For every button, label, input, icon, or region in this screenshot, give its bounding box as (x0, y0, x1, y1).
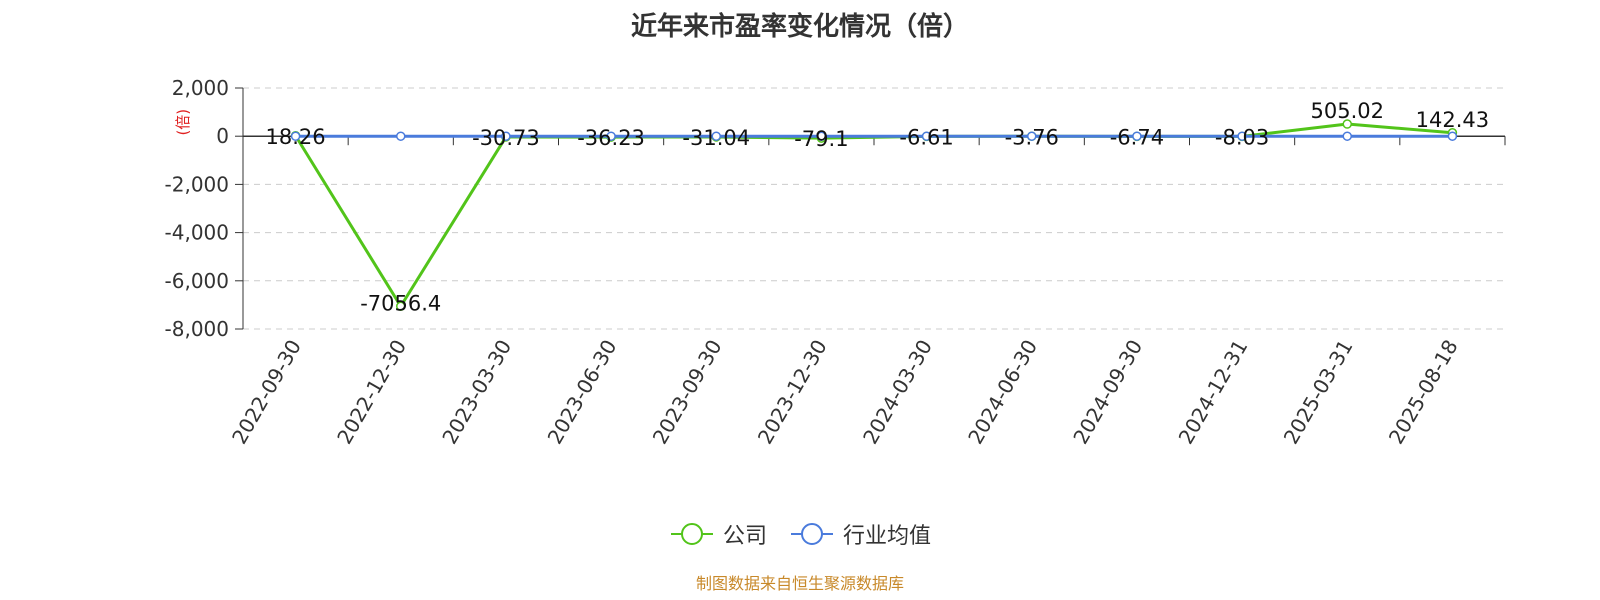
data-point (816, 131, 827, 141)
data-label: 505.02 (1311, 99, 1384, 123)
x-tick-label: 2024-03-30 (858, 336, 937, 449)
x-tick-label: 2023-06-30 (543, 336, 622, 449)
data-point (396, 301, 406, 312)
data-label: -8.03 (1215, 125, 1269, 149)
x-tick-label: 2024-12-31 (1174, 336, 1253, 449)
x-tick-label: 2025-08-18 (1384, 336, 1463, 449)
data-label: -36.23 (577, 126, 645, 150)
data-point (290, 131, 301, 141)
x-tick-label: 2023-12-30 (753, 336, 832, 449)
data-point (711, 131, 721, 141)
x-tick-label: 2022-12-30 (332, 336, 411, 449)
series-line (294, 122, 1453, 308)
x-tick-label: 2025-03-31 (1279, 336, 1358, 449)
series-lines (290, 119, 1458, 312)
data-point (396, 131, 406, 141)
legend-line-marker-icon (791, 523, 833, 545)
x-tick-label: 2023-03-30 (437, 336, 516, 449)
data-label: -7056.4 (360, 291, 441, 315)
legend-line-marker-icon (670, 523, 713, 545)
legend-item[interactable]: 公司 (669, 518, 767, 550)
data-point (501, 131, 511, 141)
data-point (606, 131, 616, 141)
x-tick-label: 2024-09-30 (1068, 336, 1147, 449)
data-labels: 18.26 -7056.4 -30.73 -36.23 -31.04 -79.1 -6.61… (266, 99, 1490, 315)
data-point (1342, 119, 1352, 129)
legend-label: 公司 (722, 524, 767, 549)
data-point (1237, 131, 1247, 141)
data-source-note: 制图数据来自恒生聚源数据库 (695, 574, 904, 593)
y-tick-label: -2,000 (165, 172, 229, 196)
data-point (1342, 131, 1352, 141)
data-point (1447, 131, 1458, 141)
x-tick-label: 2022-09-30 (227, 336, 306, 449)
legend-item[interactable]: 行业均值 (789, 518, 931, 550)
y-tick-label: -8,000 (165, 317, 229, 341)
data-label: -6.61 (899, 125, 953, 149)
y-axis-label: (倍) (174, 109, 192, 136)
legend-label: 行业均值 (843, 524, 932, 549)
x-tick-label: 2024-06-30 (963, 336, 1042, 449)
legend[interactable]: 公司 行业均值 (0, 518, 1600, 550)
data-point (921, 131, 932, 141)
grid-lines (243, 87, 1505, 330)
data-label: -6.74 (1110, 125, 1164, 149)
data-label: -30.73 (472, 126, 540, 150)
y-tick-label: -6,000 (165, 269, 229, 293)
data-label: -31.04 (682, 126, 750, 150)
data-label: -79.1 (794, 127, 848, 151)
data-point (1027, 131, 1037, 141)
chart-title: 近年来市盈率变化情况（倍） (630, 12, 969, 42)
y-tick-label: 2,000 (172, 76, 229, 100)
data-point (1132, 131, 1142, 141)
data-label: -3.76 (1005, 125, 1059, 149)
y-tick-label: 0 (216, 124, 229, 148)
data-label: 18.26 (266, 125, 326, 149)
x-tick-label: 2023-09-30 (648, 336, 727, 449)
y-tick-label: -4,000 (165, 221, 229, 245)
data-label: 142.43 (1416, 108, 1489, 132)
